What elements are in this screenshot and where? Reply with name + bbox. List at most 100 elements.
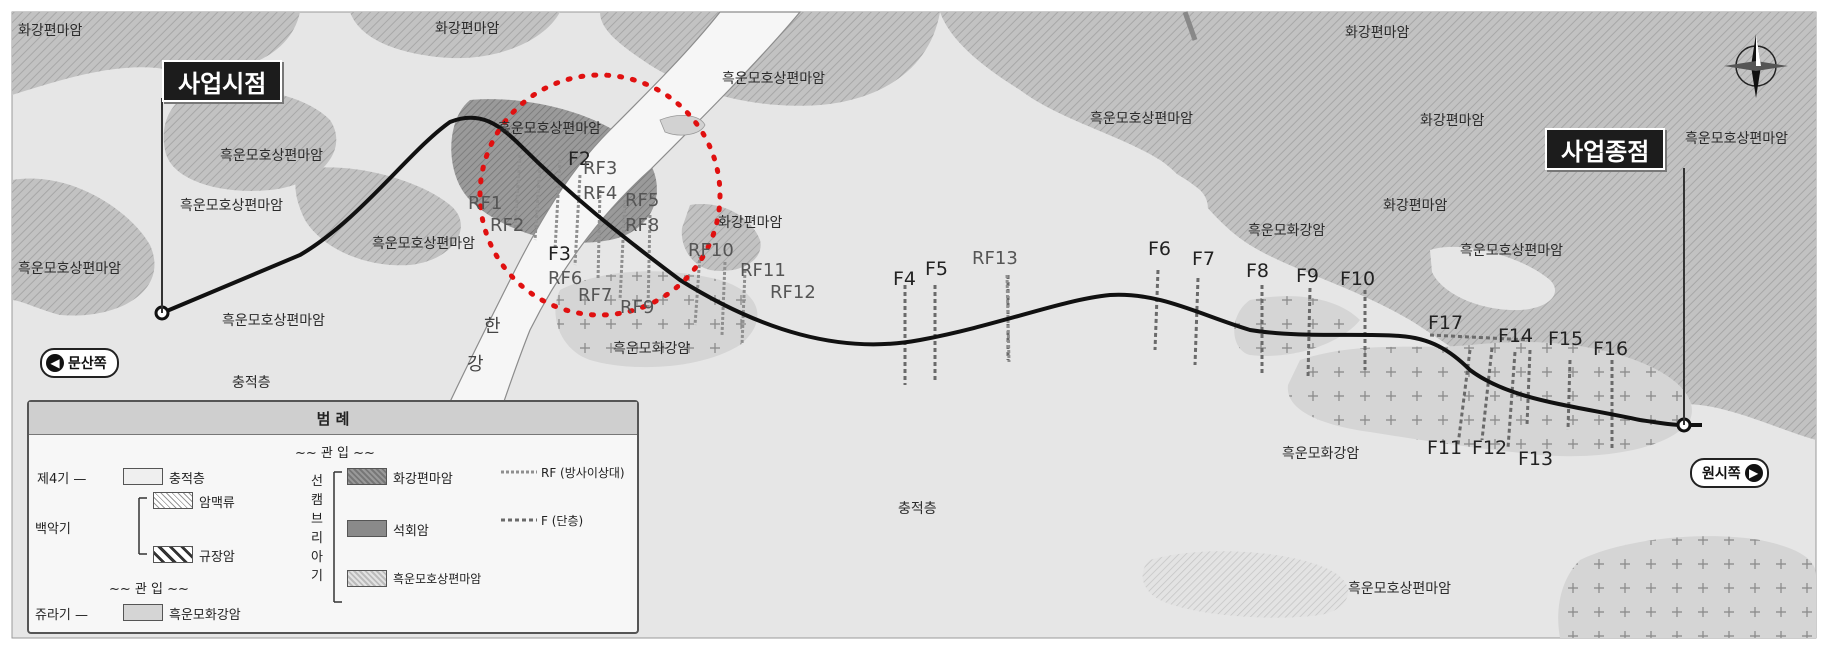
legend-bio-granite: 흑운모화강암: [169, 608, 241, 623]
geology-label: 흑운모호상편마암: [1685, 131, 1789, 147]
fault-label: F13: [1518, 448, 1554, 470]
rf-lines: [513, 154, 1011, 363]
fault-label: F3: [548, 243, 572, 265]
river-label-1: 한: [484, 316, 501, 337]
legend-box: 범 례 ~~ 관 입 ~~ 제4기 — 충적층 백악기 암맥류 규장암 ~~ 관…: [27, 400, 639, 634]
geology-label: 흑운모호상편마암: [180, 198, 284, 214]
fault-label: F16: [1593, 338, 1629, 360]
legend-intrusion-bottom: ~~ 관 입 ~~: [109, 582, 189, 597]
fault-label: F15: [1548, 328, 1584, 350]
geology-label: 화강편마암: [1420, 113, 1485, 129]
fault-label: F2: [568, 148, 592, 170]
region-center-west: [295, 167, 461, 266]
region-east: [940, 12, 1816, 440]
region-south: [1142, 551, 1349, 618]
route-line: [161, 115, 1685, 427]
region-granite-se: [1558, 536, 1816, 638]
rf-label: RF11: [740, 260, 786, 281]
legend-intrusion-top: ~~ 관 입 ~~: [295, 446, 375, 461]
region-east-gap-2: [1430, 246, 1556, 311]
legend-era-cretaceous: 백악기: [35, 522, 71, 537]
highlight-circle: [477, 72, 723, 318]
legend-era-jurassic: 쥬라기 —: [35, 608, 89, 623]
geology-label: 흑운모호상편마암: [722, 71, 826, 87]
start-direction-label: 문산쪽: [68, 356, 107, 372]
rf-label: RF2: [490, 215, 525, 236]
legend-swatch-bio-granite: [123, 604, 163, 621]
legend-title: 범 례: [29, 402, 637, 435]
rf-label: RF3: [583, 158, 618, 179]
geology-label: 충적층: [232, 375, 271, 391]
legend-rf-desc: RF (방사이상대): [541, 466, 625, 480]
legend-acid-vein: 암맥류: [199, 496, 235, 511]
legend-swatch-granite-gneiss: [347, 468, 387, 485]
geology-label: 화강편마암: [1383, 198, 1448, 214]
region-west: [12, 178, 155, 316]
geology-label: 흑운모호상편마암: [1460, 243, 1564, 259]
rf-label: RF1: [468, 193, 503, 214]
legend-swatch-acid-vein: [153, 492, 193, 509]
geology-label: 흑운모호상편마암: [1090, 111, 1194, 127]
rf-label: RF6: [548, 268, 583, 289]
geology-label: 흑운모호상편마암: [372, 236, 476, 252]
end-direction-badge: 원시쪽 ▶: [1690, 458, 1769, 488]
fault-label: F12: [1472, 437, 1508, 459]
region-north: [350, 12, 560, 59]
end-sign: 사업종점: [1545, 128, 1666, 170]
compass-icon: [1724, 34, 1788, 98]
legend-era-q4: 제4기 —: [37, 472, 87, 487]
geology-label: 화강편마암: [718, 215, 783, 231]
rf-label: RF10: [688, 240, 734, 261]
rf-label: RF5: [625, 190, 660, 211]
arrow-right-icon: ▶: [1744, 464, 1763, 482]
legend-graphics: [138, 470, 537, 603]
legend-quartz-porphyry: 규장암: [199, 550, 235, 565]
region-small-hill: [681, 204, 761, 271]
rf-label: RF8: [625, 215, 660, 236]
region-bio-granite-mid: [1234, 296, 1360, 356]
river-island: [659, 115, 706, 136]
legend-limestone: 석회암: [393, 524, 429, 539]
geology-label: 화강편마암: [1345, 25, 1410, 41]
legend-granite-gneiss: 화강편마암: [393, 472, 453, 487]
fault-label: F6: [1148, 238, 1172, 260]
start-sign: 사업시점: [162, 60, 283, 102]
geology-label: 흑운모호상편마암: [18, 261, 122, 277]
rf-label: RF4: [583, 183, 618, 204]
fault-label: F4: [893, 268, 917, 290]
start-direction-badge: ◀ 문산쪽: [40, 348, 119, 378]
geology-label: 화강편마암: [435, 21, 500, 37]
geology-label: 흑운모화강암: [613, 341, 691, 357]
region-bio-granite-east: [1287, 342, 1692, 457]
legend-swatch-bio-banded-gneiss: [347, 570, 387, 587]
legend-precambrian: 선캠브리아기: [311, 474, 323, 584]
legend-alluvium: 충적층: [169, 472, 205, 487]
arrow-left-icon: ◀: [46, 354, 64, 372]
fault-label: F14: [1498, 325, 1534, 347]
geology-label: 충적층: [898, 501, 937, 517]
rf-label: RF13: [972, 248, 1018, 269]
geology-label: 화강편마암: [18, 23, 83, 39]
end-direction-label: 원시쪽: [1702, 466, 1741, 482]
geology-label: 흑운모화강암: [1282, 446, 1360, 462]
geology-label: 흑운모호상편마암: [220, 148, 324, 164]
river-label-2: 강: [467, 354, 484, 375]
region-nw: [12, 12, 300, 95]
rf-label: RF7: [578, 285, 613, 306]
legend-swatch-quartz-porphyry: [153, 546, 193, 563]
fault-label: F7: [1192, 248, 1216, 270]
geology-label: 흑운모호상편마암: [498, 121, 602, 137]
fault-label: F5: [925, 258, 949, 280]
legend-f-desc: F (단층): [541, 514, 584, 528]
legend-swatch-alluvium: [123, 468, 163, 485]
fault-label: F8: [1246, 260, 1270, 282]
geology-label: 흑운모호상편마암: [222, 313, 326, 329]
legend-bio-banded-gneiss: 흑운모호상편마암: [393, 572, 482, 586]
rf-label: RF12: [770, 282, 816, 303]
fault-label: F17: [1428, 312, 1464, 334]
legend-swatch-limestone: [347, 520, 387, 537]
region-west-hill: [163, 89, 337, 191]
fault-label: F9: [1296, 265, 1320, 287]
